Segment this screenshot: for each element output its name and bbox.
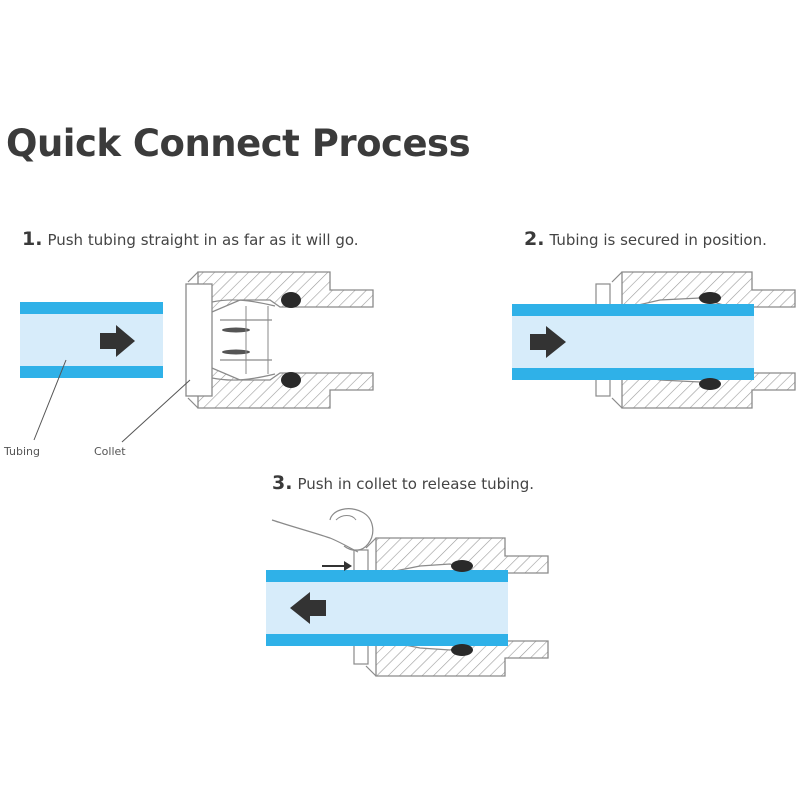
step1-illustration	[20, 271, 374, 443]
step2-illustration	[512, 271, 796, 409]
step1-collet	[185, 283, 276, 397]
step3-push-arrow-icon	[322, 561, 352, 571]
step3-oring-top	[451, 560, 473, 572]
finger-icon	[271, 508, 374, 553]
step-3-text: Push in collet to release tubing.	[297, 475, 535, 493]
step-3-caption: 3.Push in collet to release tubing.	[272, 472, 534, 494]
step-3-number: 3.	[272, 472, 293, 494]
step2-arrow-right-icon	[530, 326, 566, 358]
step1-tubing	[20, 302, 163, 378]
collet-leader-line	[121, 379, 191, 443]
step3-arrow-left-icon	[290, 592, 326, 624]
step3-illustration	[266, 508, 549, 677]
tubing-label: Tubing	[4, 445, 41, 458]
step2-oring-top	[699, 292, 721, 304]
step-1-text: Push tubing straight in as far as it wil…	[47, 231, 359, 249]
collet-label: Collet	[94, 445, 126, 458]
step1-oring-bottom	[281, 372, 301, 388]
step3-oring-bottom	[451, 644, 473, 656]
step1-fitting-body	[187, 271, 374, 409]
step-2-caption: 2.Tubing is secured in position.	[524, 228, 767, 250]
step1-oring-top	[281, 292, 301, 308]
step1-arrow-right-icon	[100, 325, 135, 357]
page-title: Quick Connect Process	[6, 122, 471, 165]
step2-oring-bottom	[699, 378, 721, 390]
step-1-caption: 1.Push tubing straight in as far as it w…	[22, 228, 359, 250]
step-2-number: 2.	[524, 228, 545, 250]
step-2-text: Tubing is secured in position.	[549, 231, 767, 249]
tubing-leader-line	[33, 359, 67, 441]
step-1-number: 1.	[22, 228, 43, 250]
